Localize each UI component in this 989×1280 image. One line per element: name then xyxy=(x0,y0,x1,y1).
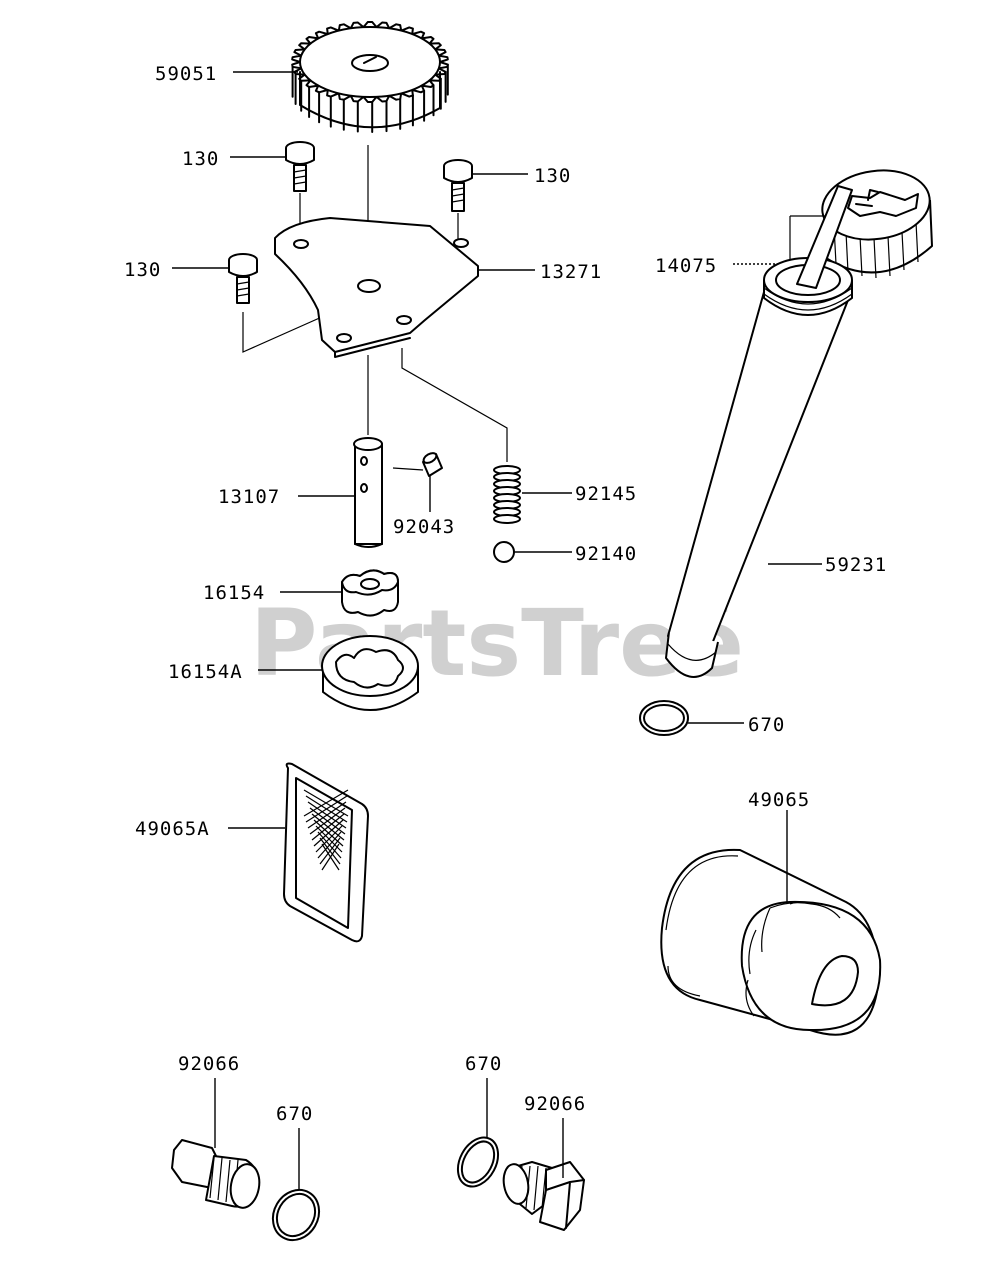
label-670-left: 670 xyxy=(276,1103,313,1125)
label-49065: 49065 xyxy=(748,789,810,811)
o-ring-670-tube[interactable] xyxy=(639,700,689,736)
o-ring-670-right[interactable] xyxy=(450,1131,506,1194)
pin-92043[interactable] xyxy=(422,451,443,477)
dipstick-cap-14075[interactable] xyxy=(818,164,934,279)
label-130-lower: 130 xyxy=(124,259,161,281)
drain-plug-92066-left[interactable] xyxy=(171,1139,263,1210)
bolt-130-lower[interactable] xyxy=(228,253,258,304)
label-49065A: 49065A xyxy=(135,818,210,840)
bolt-130-left[interactable] xyxy=(285,141,315,192)
filler-tube-59231[interactable] xyxy=(665,185,853,678)
label-13271: 13271 xyxy=(540,261,602,283)
strainer-49065A[interactable] xyxy=(283,762,369,943)
cover-plate-13271[interactable] xyxy=(274,217,479,358)
label-670-tube: 670 xyxy=(748,714,785,736)
label-59051: 59051 xyxy=(155,63,217,85)
outer-rotor-16154A[interactable] xyxy=(321,635,419,711)
label-16154A: 16154A xyxy=(168,661,243,683)
ball-92140[interactable] xyxy=(493,541,515,563)
o-ring-670-left[interactable] xyxy=(264,1181,328,1248)
label-130-left: 130 xyxy=(182,148,219,170)
label-14075: 14075 xyxy=(655,255,717,277)
inner-rotor-16154[interactable] xyxy=(341,569,399,617)
label-59231: 59231 xyxy=(825,554,887,576)
label-92140: 92140 xyxy=(575,543,637,565)
label-92066-left: 92066 xyxy=(178,1053,240,1075)
drain-plug-92066-right[interactable] xyxy=(501,1161,585,1231)
label-670-right: 670 xyxy=(465,1053,502,1075)
oil-filter-49065[interactable] xyxy=(660,848,882,1036)
label-92145: 92145 xyxy=(575,483,637,505)
label-130-right: 130 xyxy=(534,165,571,187)
label-13107: 13107 xyxy=(218,486,280,508)
spring-coil xyxy=(493,514,521,524)
spring-92145[interactable] xyxy=(493,465,521,524)
bolt-130-right[interactable] xyxy=(443,159,473,212)
label-92066-right: 92066 xyxy=(524,1093,586,1115)
gear-59051[interactable] xyxy=(291,21,449,133)
label-16154: 16154 xyxy=(203,582,265,604)
shaft-13107[interactable] xyxy=(353,437,383,548)
label-92043: 92043 xyxy=(393,516,455,538)
